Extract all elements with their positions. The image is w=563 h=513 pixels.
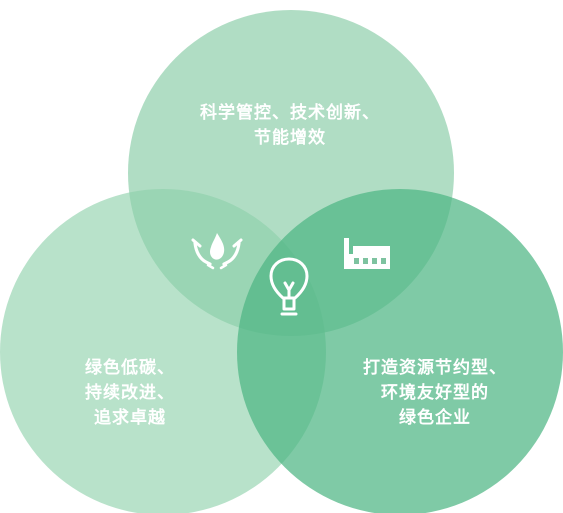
circle-left-label-line-3: 追求卓越 [94,408,166,428]
circle-right-label-line-1: 打造资源节约型、 [363,358,507,378]
circle-top-label: 科学管控、技术创新、 节能增效 [180,101,400,151]
factory-icon [344,238,390,269]
circle-top-label-line-2: 节能增效 [254,128,326,148]
circle-right-label: 打造资源节约型、 环境友好型的 绿色企业 [330,356,540,431]
circle-left-label-line-1: 绿色低碳、 [85,358,175,378]
lightbulb-icon [269,257,309,316]
circle-top-label-line-1: 科学管控、技术创新、 [200,103,380,123]
hands-water-drop-icon [191,233,243,270]
circle-left-label: 绿色低碳、 持续改进、 追求卓越 [50,356,210,431]
circle-right [237,189,563,513]
circle-right-label-line-3: 绿色企业 [399,408,471,428]
circle-right-label-line-2: 环境友好型的 [381,383,489,403]
circle-left-label-line-2: 持续改进、 [85,383,175,403]
circle-left [0,189,326,513]
